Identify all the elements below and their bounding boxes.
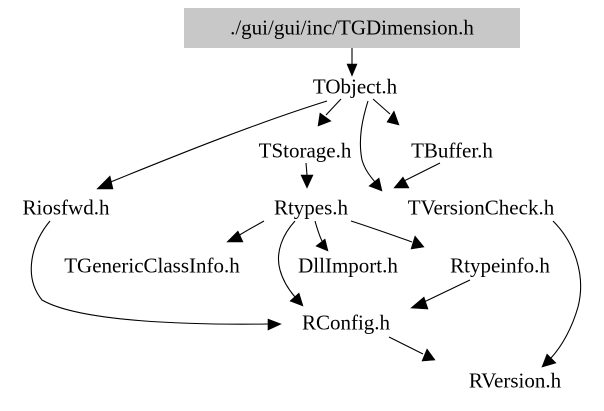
edge-riosfwd-to-rconfig <box>30 220 282 331</box>
node-tversioncheck[interactable]: TVersionCheck.h <box>407 195 555 220</box>
node-rtypeinfo[interactable]: Rtypeinfo.h <box>450 253 550 278</box>
node-dllimport[interactable]: DllImport.h <box>298 253 398 278</box>
node-tobject[interactable]: TObject.h <box>312 74 398 99</box>
node-tstorage[interactable]: TStorage.h <box>258 138 352 163</box>
node-riosfwd[interactable]: Riosfwd.h <box>22 195 110 220</box>
edge-rtypes-to-dllimport <box>314 220 329 252</box>
node-tgenericclassinfo[interactable]: TGenericClassInfo.h <box>64 253 240 278</box>
edge-rtypeinfo-to-rconfig <box>410 279 471 310</box>
node-rconfig[interactable]: RConfig.h <box>301 310 391 335</box>
edge-tobject-to-rtypes <box>359 100 383 192</box>
edge-tstorage-to-rtypes <box>300 162 314 189</box>
edge-rtypes-to-tgenericclassinfo <box>226 220 265 243</box>
edge-tgdimension-to-tobject <box>346 48 358 77</box>
edge-rconfig-to-rversion <box>388 336 436 362</box>
edge-tobject-to-tbuffer <box>372 98 400 126</box>
node-rversion[interactable]: RVersion.h <box>468 368 562 393</box>
edge-rtypes-to-rconfig <box>277 220 304 307</box>
node-rtypes[interactable]: Rtypes.h <box>273 195 349 220</box>
edge-tversioncheck-to-rversion <box>541 220 582 368</box>
edge-tbuffer-to-tversioncheck <box>393 162 441 189</box>
edge-rtypes-to-rtypeinfo <box>350 220 425 250</box>
root-node-box[interactable] <box>184 8 520 48</box>
edge-tobject-to-tstorage <box>317 98 342 127</box>
edge-tobject-to-riosfwd <box>96 100 328 190</box>
node-tbuffer[interactable]: TBuffer.h <box>411 138 493 163</box>
root-node-label: ./gui/gui/inc/TGDimension.h <box>230 15 474 40</box>
